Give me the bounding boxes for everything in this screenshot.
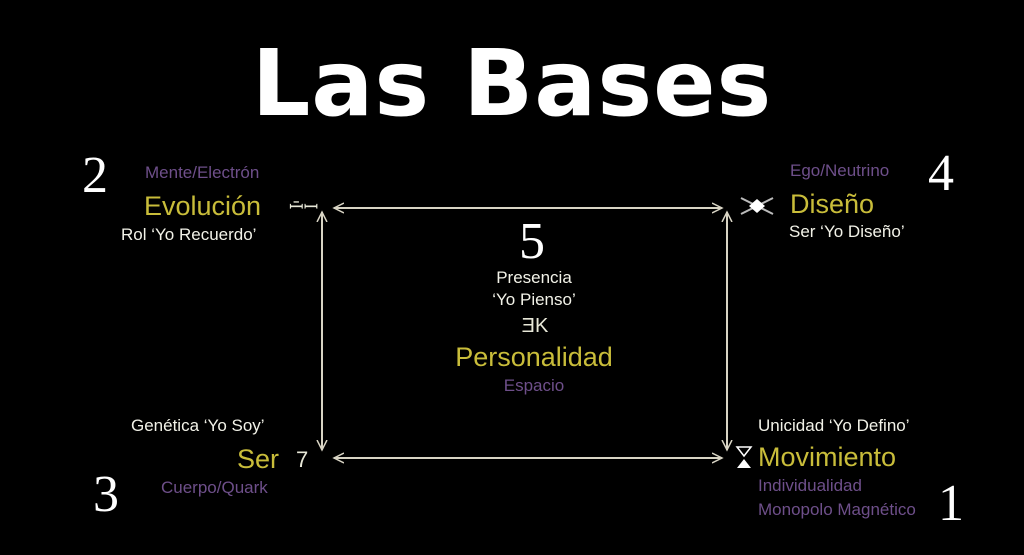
personalidad-symbol-icon: ƎK — [521, 315, 549, 337]
evolucion-symbol-icon: ꟷ̄ꟷ — [289, 197, 319, 217]
personalidad-role: Presencia — [496, 268, 572, 287]
movimiento-name: Movimiento — [758, 442, 897, 472]
ser-symbol-icon: 7 — [296, 447, 309, 472]
movimiento-hourglass-icon — [735, 446, 753, 468]
base-number-4: 4 — [928, 145, 954, 202]
movimiento-sub2: Monopolo Magnético — [758, 500, 916, 519]
diseno-sub: Ego/Neutrino — [790, 161, 890, 180]
evolucion-role: Rol ‘Yo Recuerdo’ — [121, 225, 257, 244]
movimiento-role: Unicidad ‘Yo Defino’ — [758, 416, 910, 435]
evolucion-name: Evolución — [144, 191, 262, 221]
ser-role: Genética ‘Yo Soy’ — [131, 416, 265, 435]
base-number-5: 5 — [519, 213, 545, 270]
base-number-1: 1 — [938, 475, 964, 532]
base-number-3: 3 — [93, 466, 119, 523]
base-number-2: 2 — [82, 147, 108, 204]
personalidad-sub: Espacio — [503, 376, 565, 395]
evolucion-sub: Mente/Electrón — [145, 163, 260, 182]
page-title: Las Bases — [251, 30, 773, 137]
personalidad-role2: ‘Yo Pienso’ — [492, 290, 576, 309]
movimiento-sub: Individualidad — [758, 476, 862, 495]
diseno-name: Diseño — [790, 189, 875, 219]
ser-name: Ser — [237, 444, 280, 474]
ser-sub: Cuerpo/Quark — [161, 478, 268, 497]
diseno-role: Ser ‘Yo Diseño’ — [789, 222, 905, 241]
personalidad-name: Personalidad — [455, 342, 613, 372]
diseno-diamond-icon — [740, 197, 774, 215]
